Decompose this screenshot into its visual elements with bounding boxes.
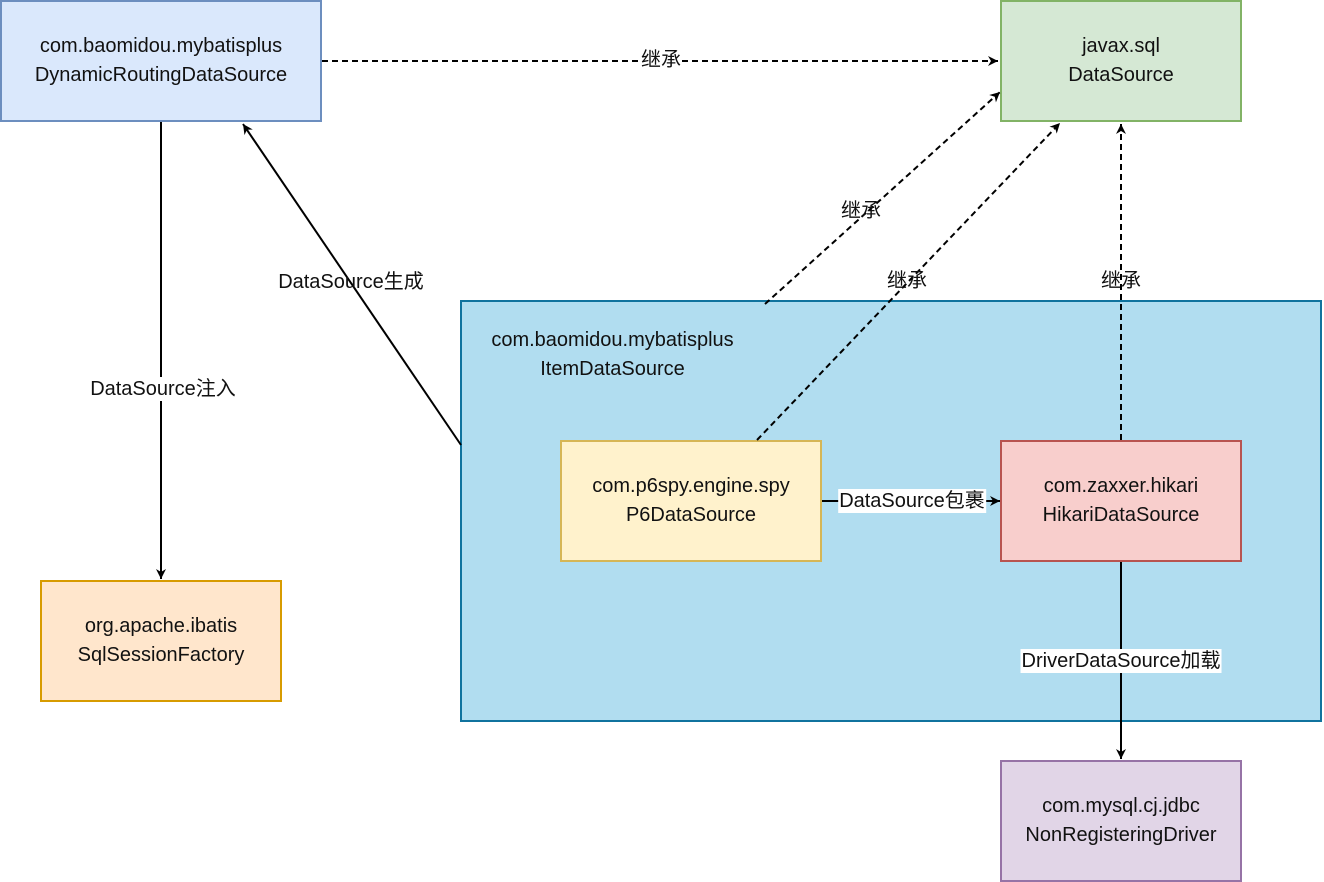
node-package-label: javax.sql (1082, 35, 1160, 57)
hikari-datasource-node: com.zaxxer.hikari HikariDataSource (1000, 440, 1242, 562)
edge-item-to-javax (764, 91, 1001, 305)
mysql-driver-node: com.mysql.cj.jdbc NonRegisteringDriver (1000, 760, 1242, 882)
dynamic-routing-datasource-node: com.baomidou.mybatisplus DynamicRoutingD… (0, 0, 322, 122)
node-package-label: org.apache.ibatis (84, 615, 238, 637)
node-package-label: com.baomidou.mybatisplus (39, 35, 283, 57)
edge-label-inherit: 继承 (640, 48, 682, 72)
javax-datasource-node: javax.sql DataSource (1000, 0, 1242, 122)
node-package-label: com.baomidou.mybatisplus (491, 329, 734, 351)
node-package-label: com.p6spy.engine.spy (592, 475, 790, 497)
sql-session-factory-node: org.apache.ibatis SqlSessionFactory (40, 580, 282, 702)
node-package-label: com.zaxxer.hikari (1043, 475, 1199, 497)
node-package-label: com.mysql.cj.jdbc (1042, 795, 1200, 817)
node-class-label: DataSource (1068, 64, 1174, 86)
p6-datasource-node: com.p6spy.engine.spy P6DataSource (560, 440, 822, 562)
node-class-label: NonRegisteringDriver (1025, 824, 1217, 846)
node-class-label: ItemDataSource (540, 358, 685, 380)
edge-label-inherit: 继承 (841, 200, 881, 222)
edge-label-datasource-inject: DataSource注入 (89, 377, 237, 401)
edge-label-inherit: 继承 (1101, 270, 1141, 292)
container-title: com.baomidou.mybatisplus ItemDataSource (470, 326, 755, 384)
node-class-label: DynamicRoutingDataSource (34, 64, 288, 86)
edge-label-datasource-generate: DataSource生成 (278, 271, 424, 293)
node-class-label: SqlSessionFactory (77, 644, 245, 666)
node-class-label: P6DataSource (625, 504, 757, 526)
edge-label-datasource-wrap: DataSource包裹 (838, 489, 986, 513)
node-class-label: HikariDataSource (1042, 504, 1200, 526)
edge-label-inherit: 继承 (887, 270, 927, 292)
edge-label-driver-load: DriverDataSource加载 (1020, 649, 1222, 673)
